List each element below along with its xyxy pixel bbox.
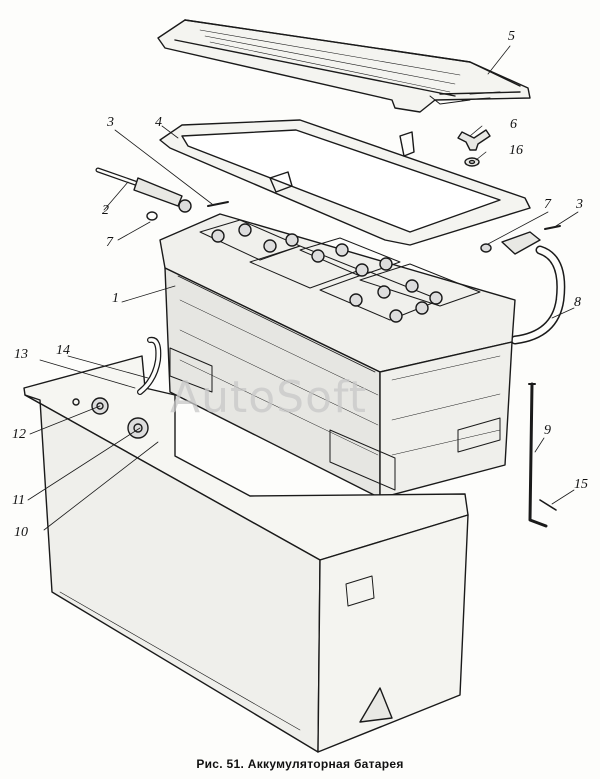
callout-2: 2	[102, 203, 109, 218]
callout-16: 16	[509, 143, 523, 158]
callout-5: 5	[508, 29, 515, 44]
leader-lines	[27, 45, 579, 531]
figure-caption: Рис. 51. Аккумуляторная батарея	[196, 757, 404, 771]
callout-13: 13	[14, 347, 28, 362]
callout-14: 14	[56, 343, 70, 358]
callout-10: 10	[14, 525, 28, 540]
hold-down-rod	[528, 382, 557, 528]
callout-11: 11	[12, 493, 25, 508]
hold-down-frame	[159, 119, 531, 246]
callout-12: 12	[12, 427, 26, 442]
callout-15: 15	[574, 477, 588, 492]
callout-7-right: 7	[544, 197, 551, 212]
positive-cable	[480, 225, 566, 345]
battery-box	[23, 336, 469, 753]
washer	[464, 157, 480, 167]
callout-8: 8	[574, 295, 581, 310]
callout-6: 6	[510, 117, 517, 132]
battery-cover-lid	[157, 19, 531, 113]
wing-nut	[457, 129, 491, 151]
callout-9: 9	[544, 423, 551, 438]
autosoft-watermark: AutoSoft	[170, 372, 367, 423]
callout-3-left: 3	[107, 115, 114, 130]
negative-cable-clamp	[95, 167, 229, 221]
callout-1: 1	[112, 291, 119, 306]
battery-block	[159, 213, 516, 499]
callout-7-left: 7	[106, 235, 113, 250]
callout-4: 4	[155, 115, 162, 130]
callout-3-right: 3	[576, 197, 583, 212]
